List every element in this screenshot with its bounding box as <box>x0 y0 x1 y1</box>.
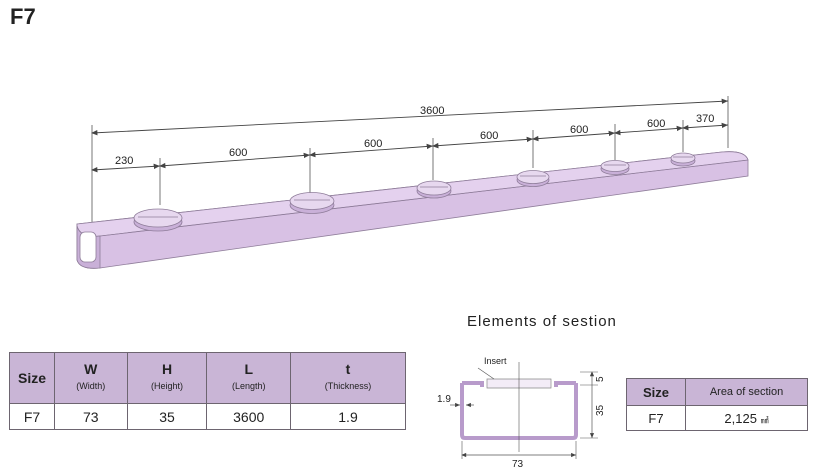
area-table: Size Area of section F7 2,125 ㎟ <box>626 378 808 431</box>
segment-label: 230 <box>115 155 133 167</box>
segment-label: 600 <box>480 130 498 142</box>
area-value: 2,125 <box>724 410 757 426</box>
area-header-area: Area of section <box>685 378 808 406</box>
insert-icon <box>600 160 630 175</box>
section-title: Elements of sestion <box>467 313 617 330</box>
insert-label: Insert <box>484 356 507 366</box>
spec-cell-length: 3600 <box>206 403 291 430</box>
insert-icon <box>133 208 183 232</box>
spec-cell-height: 35 <box>126 403 208 430</box>
spec-cell-width: 73 <box>54 403 128 430</box>
table-row: F7 73 35 3600 1.9 <box>9 403 406 430</box>
thickness-label: 1.9 <box>437 394 451 405</box>
spec-table-header-row: Size W (Width) H (Height) L (Length) t (… <box>9 352 406 404</box>
segment-label: 600 <box>570 124 588 136</box>
height-dim-label: 35 <box>595 404 606 416</box>
insert-icon <box>289 192 335 214</box>
area-table-header-row: Size Area of section <box>626 378 808 406</box>
segment-label: 600 <box>364 138 382 150</box>
area-unit: ㎟ <box>760 415 769 425</box>
insert-icons <box>133 152 696 232</box>
spec-header-size: Size <box>9 352 55 404</box>
cross-section <box>450 362 598 459</box>
rail-body <box>76 151 749 269</box>
insert-icon <box>670 152 696 167</box>
area-cell-value: 2,125 ㎟ <box>685 405 808 431</box>
insert-icon <box>516 170 550 187</box>
total-length-label: 3600 <box>420 105 444 117</box>
spec-header-thickness: t (Thickness) <box>290 352 406 404</box>
spec-cell-size: F7 <box>9 403 55 430</box>
lip-dim-label: 5 <box>595 376 606 382</box>
segment-label: 600 <box>229 147 247 159</box>
insert-icon <box>416 180 452 199</box>
area-header-size: Size <box>626 378 686 406</box>
segment-label: 600 <box>647 118 665 130</box>
spec-header-width: W (Width) <box>54 352 128 404</box>
segment-label: 370 <box>696 113 714 125</box>
area-cell-size: F7 <box>626 405 686 431</box>
table-row: F7 2,125 ㎟ <box>626 405 808 431</box>
total-dimension-line <box>91 98 729 136</box>
width-dim-label: 73 <box>512 459 524 470</box>
segment-dimension-lines <box>91 122 729 173</box>
spec-table: Size W (Width) H (Height) L (Length) t (… <box>9 352 406 430</box>
page-title: F7 <box>10 4 36 29</box>
spec-header-length: L (Length) <box>206 352 291 404</box>
spec-header-height: H (Height) <box>126 352 208 404</box>
spec-cell-thickness: 1.9 <box>290 403 406 430</box>
